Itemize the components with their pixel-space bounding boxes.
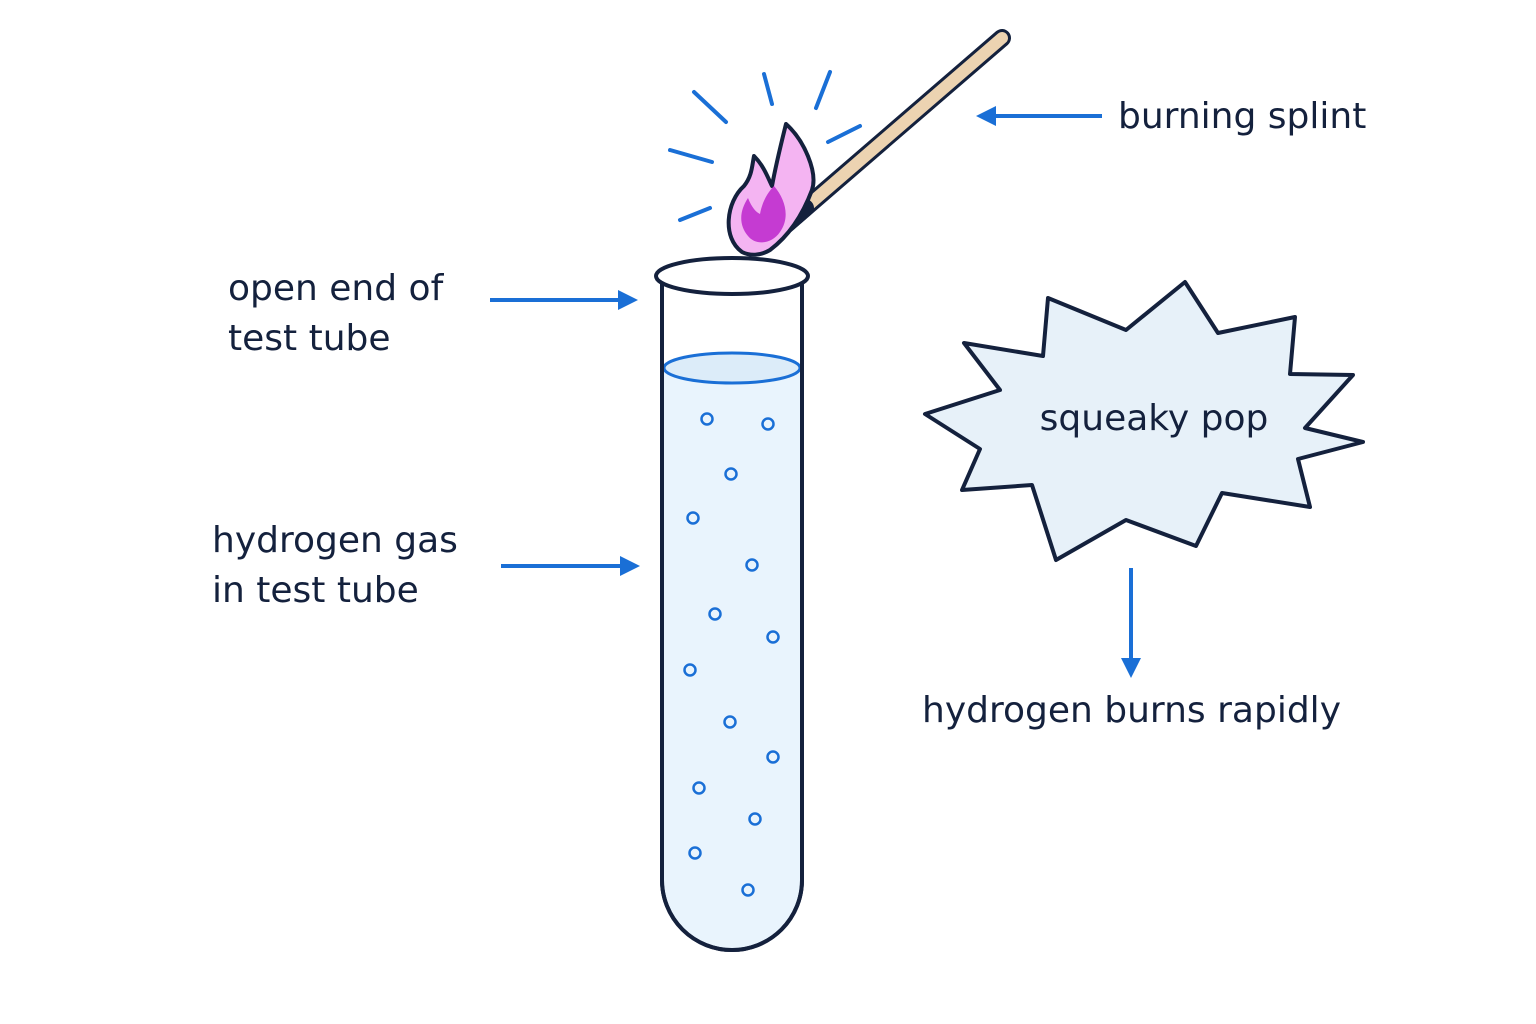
gas-bubble <box>748 812 762 826</box>
gas-bubble <box>683 663 697 677</box>
gas-bubble <box>688 846 702 860</box>
spark-line <box>668 148 714 164</box>
gas-bubble <box>766 630 780 644</box>
burst-icon <box>923 280 1365 562</box>
gas-bubble <box>724 467 738 481</box>
label-hydrogen-gas-line-2: in test tube <box>212 570 419 611</box>
gas-surface <box>662 351 802 385</box>
gas-bubbles <box>683 412 780 897</box>
gas-bubble <box>686 511 700 525</box>
gas-bubble <box>741 883 755 897</box>
label-open-end-line-1: open end of <box>228 268 444 309</box>
flame-icon <box>726 122 816 257</box>
spark-line <box>678 206 712 222</box>
spark-line <box>692 90 728 124</box>
gas-bubble <box>766 750 780 764</box>
spark-line <box>826 124 862 144</box>
gas-bubble <box>708 607 722 621</box>
hydrogen-gas-fill <box>664 368 800 948</box>
spark-line <box>762 72 774 106</box>
gas-bubble <box>723 715 737 729</box>
label-hydrogen-gas: hydrogen gas in test tube <box>212 516 458 616</box>
label-squeaky-pop: squeaky pop <box>1039 398 1269 439</box>
arrows <box>490 106 1141 678</box>
label-open-end-line-2: test tube <box>228 318 391 359</box>
test-tube-outline <box>660 272 804 952</box>
label-burns-rapidly: hydrogen burns rapidly <box>922 690 1341 731</box>
label-hydrogen-gas-line-1: hydrogen gas <box>212 520 458 561</box>
test-tube-rim <box>654 256 810 296</box>
gas-bubble <box>761 417 775 431</box>
flame-inner <box>741 186 786 243</box>
label-open-end: open end of test tube <box>228 264 443 364</box>
gas-bubble <box>700 412 714 426</box>
label-burning-splint: burning splint <box>1118 96 1367 137</box>
spark-lines <box>668 70 862 222</box>
spark-line <box>814 70 832 110</box>
gas-bubble <box>692 781 706 795</box>
test-tube-icon <box>654 256 810 952</box>
gas-bubble <box>745 558 759 572</box>
